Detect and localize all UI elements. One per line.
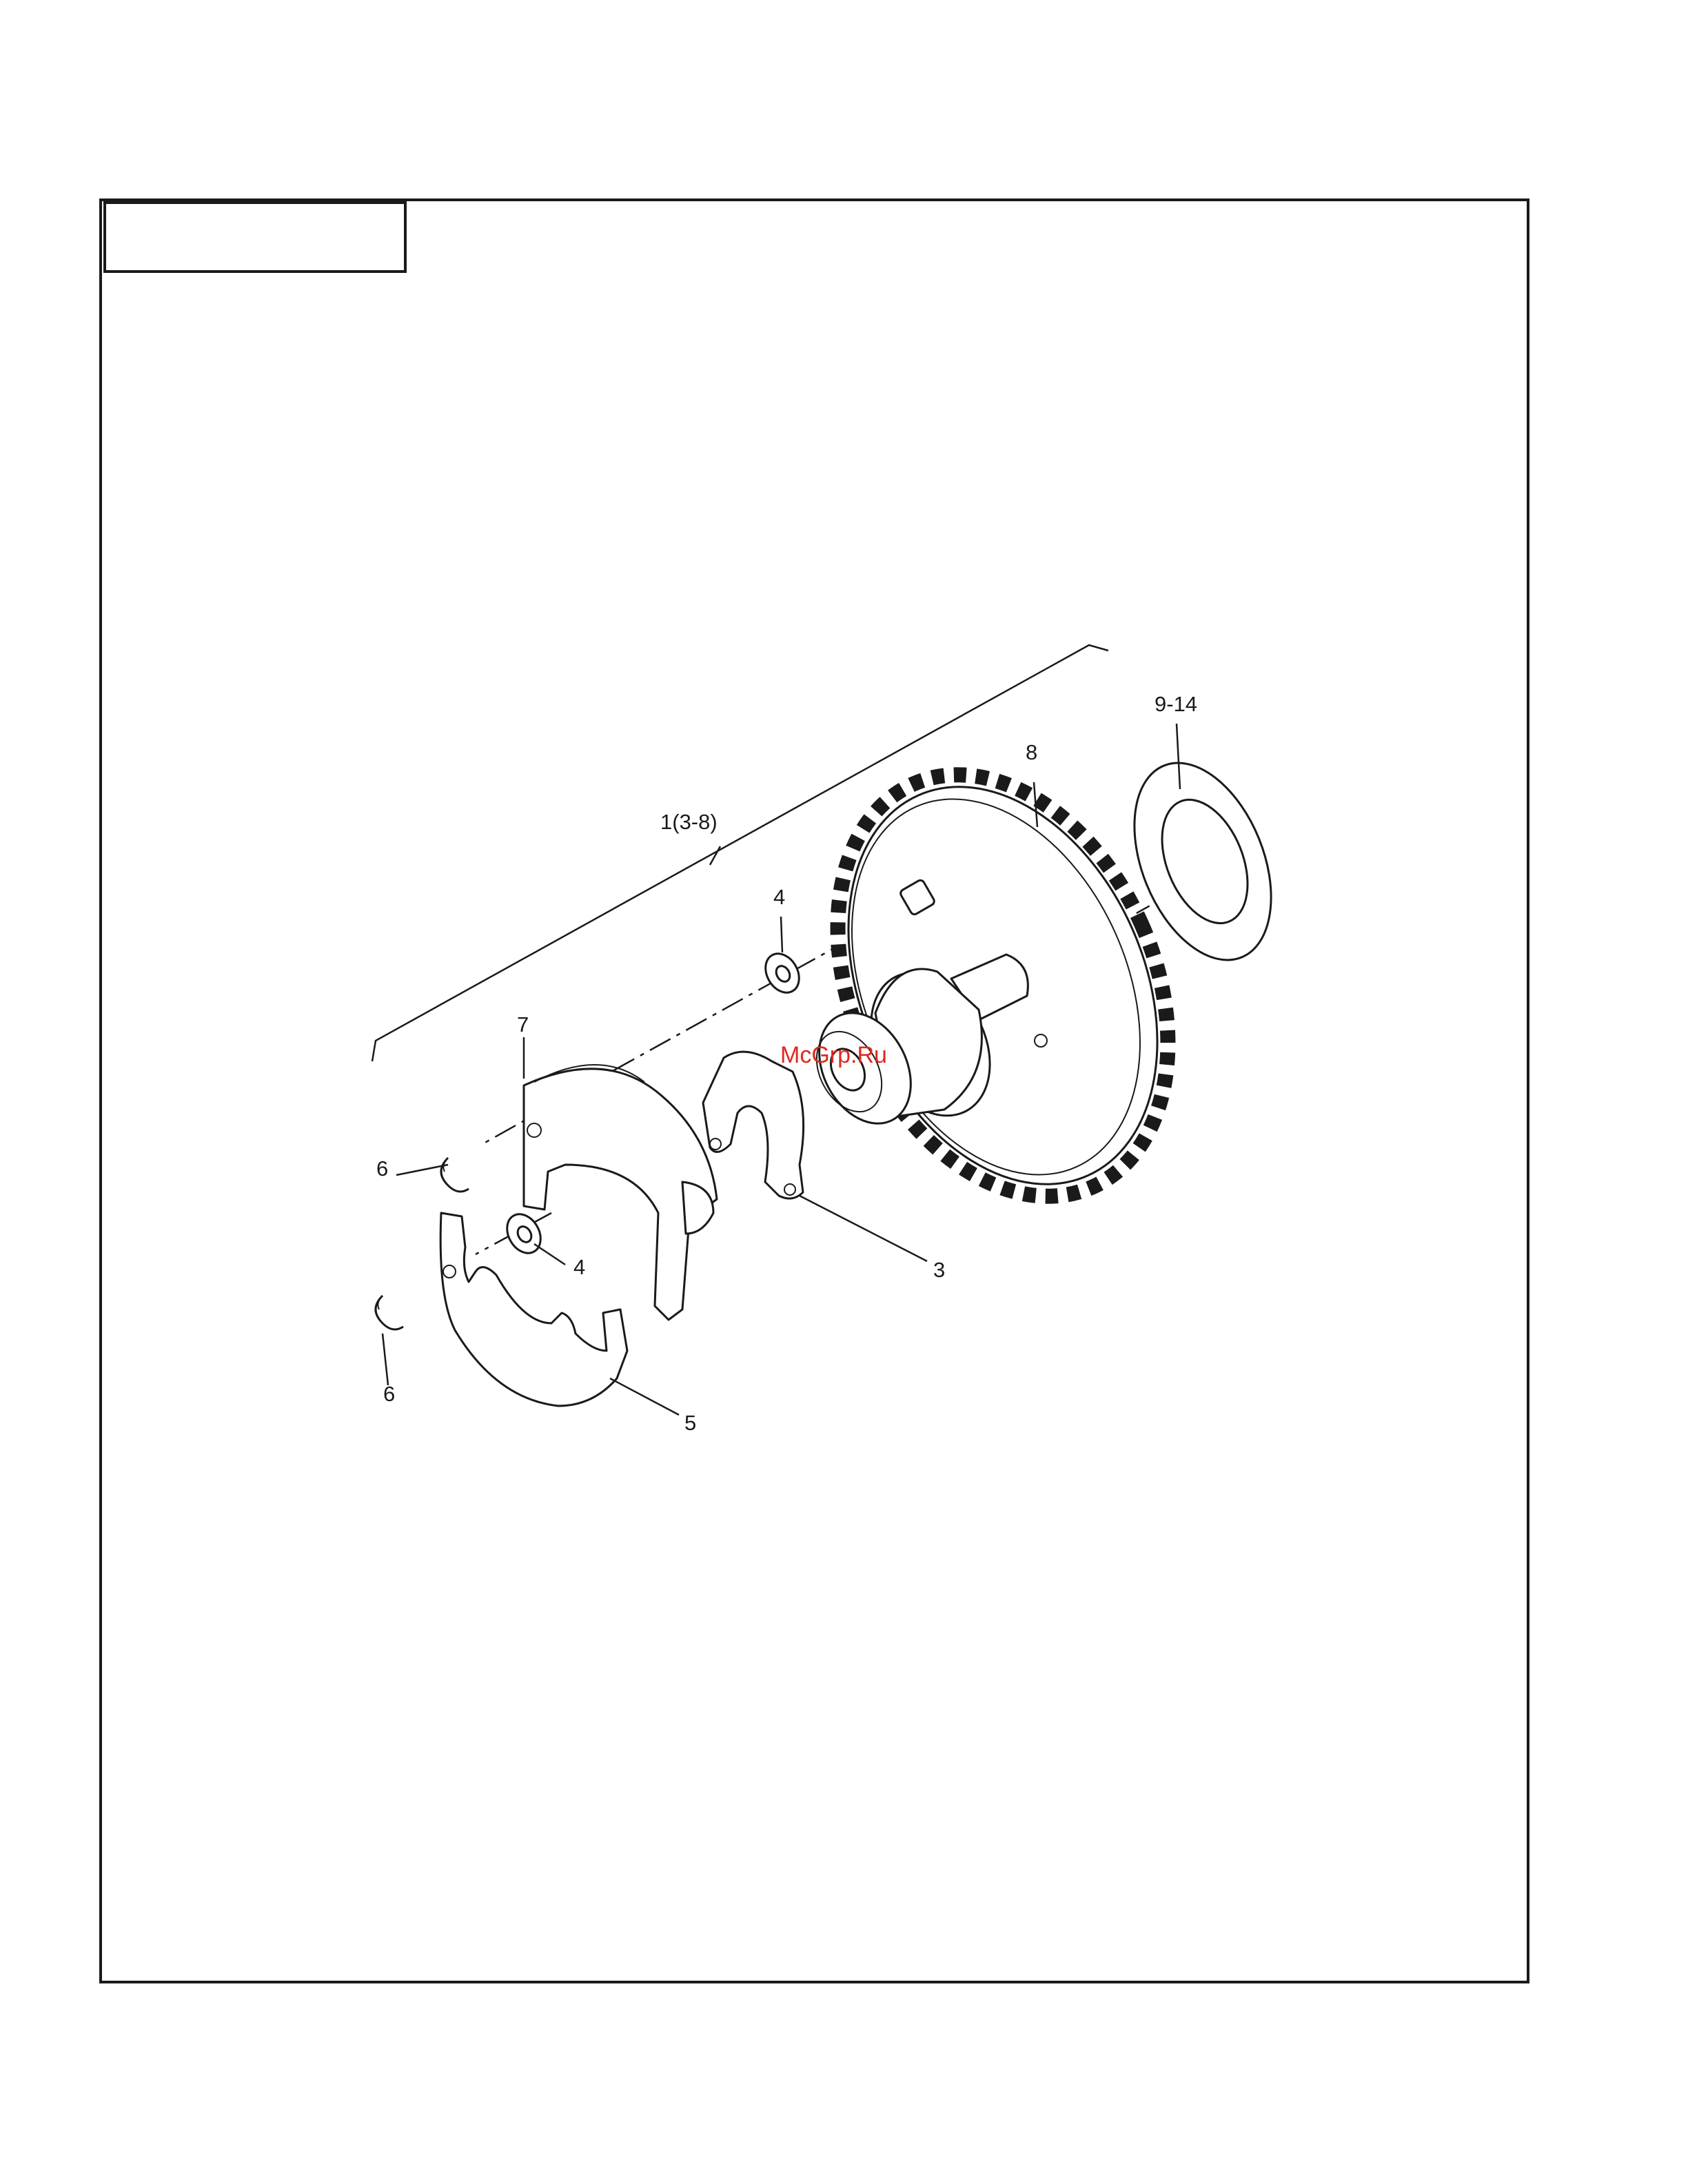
washer-top bbox=[759, 948, 806, 999]
governor-plate-upper bbox=[524, 1065, 717, 1320]
watermark: McGrp.Ru bbox=[780, 1042, 887, 1068]
label-shim: 9-14 bbox=[1155, 692, 1197, 716]
label-assembly: 1(3-8) bbox=[660, 810, 718, 834]
label-clip-lower: 6 bbox=[383, 1382, 395, 1406]
label-washer-top: 4 bbox=[773, 885, 785, 909]
page-frame bbox=[101, 200, 1528, 1982]
label-weight-arm: 3 bbox=[933, 1258, 945, 1282]
e-clip-lower bbox=[376, 1296, 403, 1329]
governor-weight-arm bbox=[703, 1052, 804, 1198]
label-clip-upper: 6 bbox=[376, 1156, 388, 1181]
washer-mid bbox=[500, 1208, 547, 1259]
e-clip-upper bbox=[441, 1158, 469, 1192]
title-box bbox=[105, 203, 405, 272]
label-washer-mid: 4 bbox=[573, 1255, 585, 1279]
label-plate-lower: 5 bbox=[684, 1411, 696, 1435]
label-gear: 8 bbox=[1026, 740, 1037, 764]
label-plate-upper: 7 bbox=[517, 1012, 529, 1037]
